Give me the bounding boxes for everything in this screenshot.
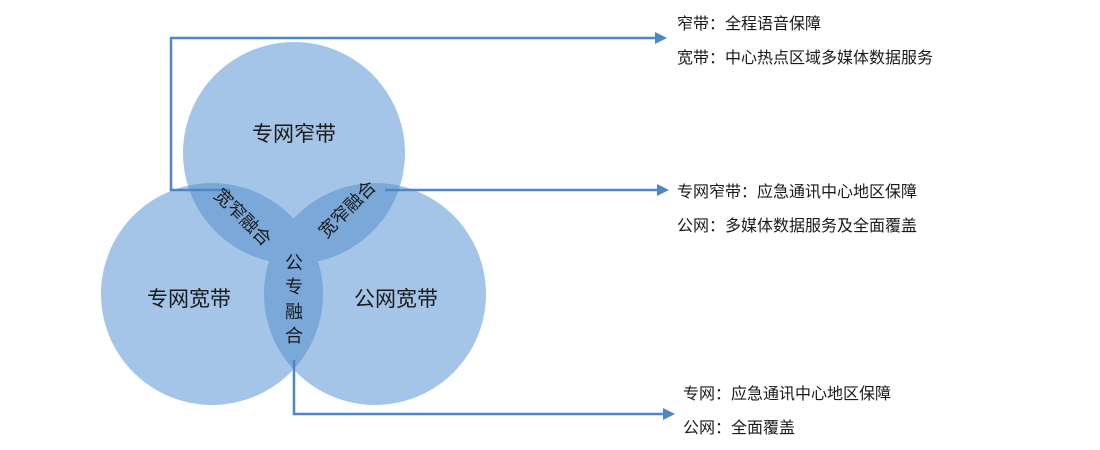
connector-group-3 bbox=[292, 360, 675, 420]
overlap-top-right bbox=[264, 183, 405, 264]
note-group-1-line-1: 窄带：全程语音保障 bbox=[677, 14, 822, 33]
overlap-top-left bbox=[183, 183, 323, 264]
connector-group-2 bbox=[385, 184, 669, 196]
label-top-circle: 专网窄带 bbox=[252, 122, 336, 146]
label-overlap-bottom-char-1: 公 bbox=[285, 253, 303, 274]
label-right-circle: 公网宽带 bbox=[354, 287, 438, 311]
note-group-3-line-2: 公网：全面覆盖 bbox=[683, 418, 796, 437]
connector-group-1 bbox=[169, 32, 667, 192]
label-left-circle: 专网宽带 bbox=[147, 287, 231, 311]
note-group-1-line-2: 宽带：中心热点区域多媒体数据服务 bbox=[677, 48, 934, 67]
label-overlap-bottom-char-3: 融 bbox=[285, 302, 303, 323]
label-overlap-bottom-char-2: 专 bbox=[285, 277, 303, 298]
note-group-2-line-1: 专网窄带：应急通讯中心地区保障 bbox=[677, 182, 918, 201]
note-group-2-line-2: 公网：多媒体数据服务及全面覆盖 bbox=[677, 216, 918, 235]
note-group-3-line-1: 专网：应急通讯中心地区保障 bbox=[683, 384, 892, 403]
label-overlap-bottom-char-4: 合 bbox=[285, 326, 303, 347]
